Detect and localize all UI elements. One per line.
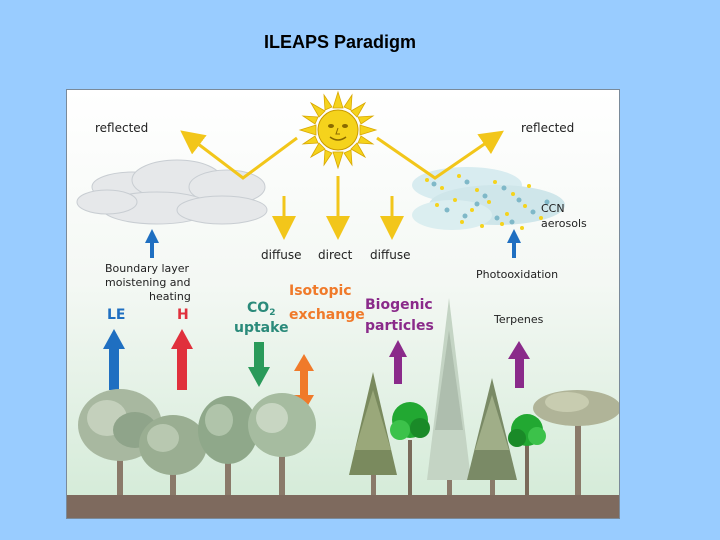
tree-icon	[390, 402, 430, 495]
diffuse-right-label: diffuse	[370, 248, 410, 262]
tree-icon	[427, 298, 471, 495]
terpenes-arrow	[508, 341, 530, 388]
ground	[67, 495, 619, 518]
isotopic-label: Isotopic	[289, 283, 352, 299]
tree-icon	[533, 390, 619, 495]
reflected-arrows	[180, 130, 504, 180]
reflected-right-label: reflected	[521, 121, 574, 135]
incoming-light-arrows	[272, 176, 404, 240]
diffuse-left-label: diffuse	[261, 248, 301, 262]
sun-icon	[298, 90, 378, 170]
particles-label: particles	[365, 318, 434, 334]
tree-icon	[198, 396, 258, 495]
le-label: LE	[107, 307, 125, 323]
tree-icon	[139, 415, 207, 495]
le-arrow	[103, 329, 125, 390]
photooxidation-label: Photooxidation	[476, 268, 558, 281]
aerosols-label: aerosols	[541, 217, 587, 230]
h-label: H	[177, 307, 189, 323]
tree-icon	[349, 372, 397, 495]
exchange-label: exchange	[289, 307, 365, 323]
boundary-layer-label-1: Boundary layer	[105, 262, 190, 275]
uptake-label: uptake	[234, 320, 289, 336]
forest	[78, 298, 619, 495]
direct-label: direct	[318, 248, 353, 262]
h-arrow	[171, 329, 193, 390]
blue-up-arrows	[145, 229, 521, 258]
co2-label: CO2	[247, 300, 275, 318]
biogenic-label: Biogenic	[365, 297, 433, 313]
biogenic-particles-arrow	[389, 340, 407, 384]
reflected-left-label: reflected	[95, 121, 148, 135]
co2-uptake-arrow	[248, 342, 270, 387]
boundary-layer-label-2: moistening and	[105, 276, 191, 289]
slide-title: ILEAPS Paradigm	[263, 32, 417, 52]
ileaps-diagram: reflected reflected diffuse direct diffu…	[66, 89, 620, 519]
tree-icon	[508, 414, 546, 495]
tree-icon	[248, 393, 316, 495]
tree-icon	[467, 378, 517, 495]
boundary-cloud	[76, 159, 268, 225]
terpenes-label: Terpenes	[493, 313, 544, 326]
boundary-layer-label-3: heating	[149, 290, 191, 303]
ccn-label: CCN	[541, 202, 565, 215]
